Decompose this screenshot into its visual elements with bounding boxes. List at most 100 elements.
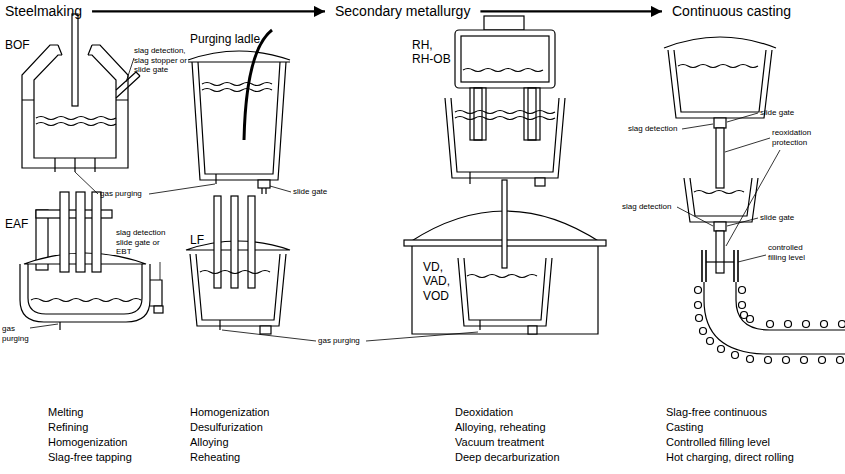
leader-line-part [160, 262, 161, 280]
function-item: Melting [48, 406, 83, 419]
rh-degasser-part [445, 98, 565, 178]
bof-vessel-part [36, 117, 116, 120]
continuous-caster-part [674, 50, 766, 112]
eaf-furnace-part [154, 306, 163, 313]
ladle-furnace-part [190, 254, 286, 326]
continuous-caster-part [819, 357, 826, 364]
rh-degasser-part [451, 98, 559, 172]
continuous-caster-part [716, 128, 724, 188]
continuous-caster-part [739, 287, 746, 294]
vacuum-tank-part [528, 326, 537, 334]
vacuum-tank-part [464, 258, 546, 320]
purging-ladle-vessel-part [244, 30, 272, 140]
leader-line-part [366, 332, 478, 341]
callout-label: slide gate [293, 187, 327, 197]
callout-label: slide gate [760, 108, 794, 118]
purging-ladle-vessel [188, 30, 290, 194]
purging-ladle-vessel-part [192, 62, 286, 180]
rh-degasser-part [455, 117, 555, 120]
purging-ladle-vessel-part [258, 180, 270, 188]
continuous-caster-part [714, 222, 726, 231]
continuous-caster-part [803, 321, 810, 328]
vessel-name: Purging ladle [190, 32, 260, 46]
callout-label: slag detection slide gate or EBT [116, 228, 168, 257]
callout-label: slag detection, slag stopper or slide ga… [134, 46, 190, 75]
vessel-name: BOF [5, 38, 30, 52]
continuous-caster-part [767, 321, 774, 328]
vessel-node: BOF [5, 30, 145, 180]
function-item: Casting [666, 421, 703, 434]
rh-degasser-part [469, 172, 470, 184]
function-item: Alloying [190, 436, 229, 449]
callout-label: slag detection [628, 124, 677, 134]
leader-line-part [682, 124, 713, 129]
vessel-node: RH, RH-OB [412, 10, 572, 185]
stage-title: Secondary metallurgy [335, 3, 470, 20]
rh-degasser [445, 16, 565, 186]
stage-title: Continuous casting [672, 3, 791, 20]
rh-degasser-part [463, 69, 543, 72]
callout-label: gas purging [2, 324, 34, 343]
function-item: Alloying, reheating [455, 421, 546, 434]
purging-ladle-vessel-part [262, 188, 266, 194]
bof-vessel-part [55, 158, 95, 172]
rh-degasser-part [524, 88, 540, 140]
bof-vessel [22, 14, 140, 172]
vessel-node: EAF [5, 195, 170, 330]
continuous-caster-part [684, 178, 758, 222]
rh-degasser-part [461, 36, 549, 82]
continuous-caster-part [702, 250, 738, 282]
function-item: Slag-free tapping [48, 451, 132, 464]
eaf-furnace-part [150, 280, 162, 306]
stage-heading: Continuous casting [672, 3, 791, 20]
vacuum-tank [404, 180, 606, 334]
callout-label: slide gate [760, 213, 794, 223]
continuous-caster-part [837, 357, 844, 364]
bof-vessel-part [36, 123, 116, 126]
continuous-caster-part [783, 357, 790, 364]
eaf-furnace [20, 192, 163, 330]
vessel-name: RH, RH-OB [412, 38, 452, 67]
vessel-name: LF [190, 233, 204, 247]
vessel-node: Purging ladle [185, 26, 295, 191]
continuous-caster-part [707, 338, 714, 345]
leader-line-part [726, 150, 780, 246]
leader-line-part [222, 330, 316, 341]
continuous-caster-part [700, 328, 707, 335]
leader-line-part [270, 186, 291, 192]
stage-title: Steelmaking [5, 3, 82, 20]
stage-heading: Steelmaking [5, 3, 82, 20]
leader-line-part [30, 324, 58, 328]
vacuum-tank-part [458, 258, 552, 326]
vessel-name: VD, VAD, VOD [423, 260, 455, 303]
eaf-furnace-part [60, 192, 69, 272]
vacuum-tank-part [467, 275, 537, 278]
purging-ladle-vessel-part [202, 83, 272, 86]
continuous-caster-part [664, 37, 776, 48]
eaf-furnace-part [31, 299, 141, 302]
stage-heading: Secondary metallurgy [335, 3, 470, 20]
function-item: Desulfurization [190, 421, 263, 434]
continuous-caster-part [839, 321, 845, 328]
vessel-node: LF [185, 195, 295, 340]
purging-ladle-vessel-part [215, 174, 216, 184]
leader-line-part [727, 113, 758, 122]
leader-line-part [738, 255, 766, 262]
leader-line-part [727, 218, 758, 226]
leader-line [30, 58, 780, 341]
continuous-caster-part [765, 357, 772, 364]
continuous-caster-part [690, 178, 752, 216]
leader-line-part [75, 172, 98, 194]
purging-ladle-vessel-part [188, 61, 290, 62]
function-item: Refining [48, 421, 88, 434]
leader-line-part [677, 207, 713, 226]
continuous-caster-part [694, 191, 744, 194]
continuous-caster-part [718, 346, 725, 353]
continuous-caster-part [716, 231, 724, 273]
continuous-caster-part [706, 261, 734, 262]
vessel-node: VD, VAD, VOD [405, 185, 605, 340]
continuous-caster-part [747, 356, 754, 363]
rh-degasser-part [470, 88, 486, 140]
rh-degasser-part [474, 88, 482, 140]
